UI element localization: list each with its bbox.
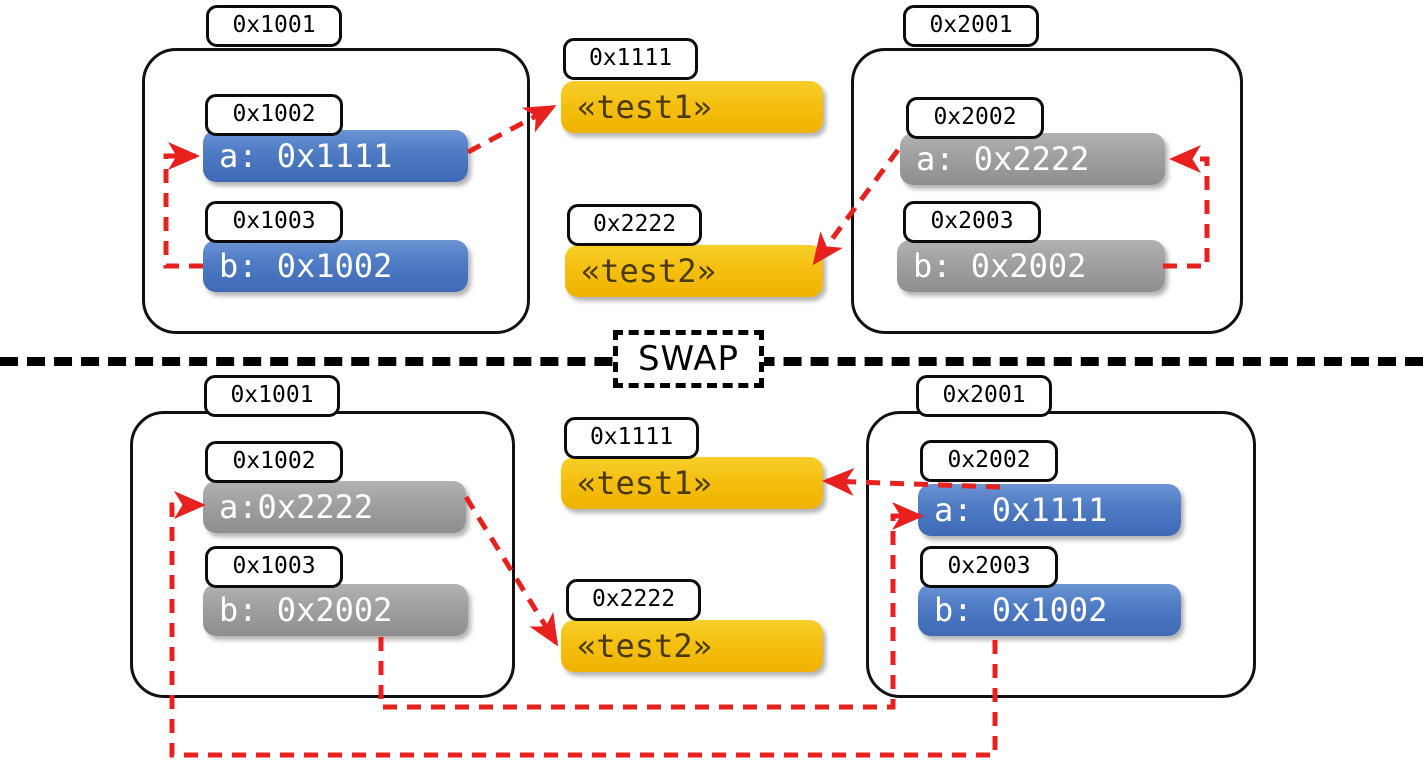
before-right-slot-0-address: 0x2002 — [906, 97, 1044, 139]
after-right-slot-1-value: b: 0x1002 — [918, 584, 1181, 636]
after-right-slot-0-value: a: 0x1111 — [918, 484, 1181, 536]
after-heap-0-address: 0x1111 — [564, 417, 699, 459]
swap-label-box: SWAP — [613, 330, 764, 388]
after-right-slot-0-address: 0x2002 — [920, 440, 1058, 482]
before-right-slot-1-address: 0x2003 — [903, 201, 1041, 243]
before-right-slot-1-value: b: 0x2002 — [897, 240, 1165, 292]
after-heap-1-address: 0x2222 — [566, 579, 701, 621]
after-left-slot-0-address: 0x1002 — [205, 441, 343, 483]
before-heap-0-address: 0x1111 — [563, 38, 698, 80]
after-heap-0-value: «test1» — [561, 457, 823, 509]
after-left-slot-1-value: b: 0x2002 — [203, 584, 468, 636]
before-left-slot-0-address: 0x1002 — [205, 94, 343, 136]
before-left-frame-address: 0x1001 — [206, 5, 342, 47]
after-right-frame-address: 0x2001 — [916, 375, 1052, 417]
before-right-frame-address: 0x2001 — [903, 5, 1039, 47]
before-right-slot-0-value: a: 0x2222 — [900, 133, 1165, 185]
after-left-frame-address: 0x1001 — [204, 375, 340, 417]
before-left-slot-0-value: a: 0x1111 — [203, 130, 468, 182]
after-right-slot-1-address: 0x2003 — [920, 546, 1058, 588]
after-left-slot-0-value: a:0x2222 — [203, 481, 466, 533]
after-left-slot-1-address: 0x1003 — [205, 546, 343, 588]
before-heap-1-value: «test2» — [565, 245, 823, 297]
swap-label: SWAP — [637, 339, 740, 379]
before-heap-1-address: 0x2222 — [567, 204, 702, 246]
before-heap-0-value: «test1» — [561, 81, 823, 133]
before-left-slot-1-address: 0x1003 — [205, 201, 343, 243]
before-left-slot-1-value: b: 0x1002 — [203, 240, 468, 292]
after-heap-1-value: «test2» — [561, 620, 823, 672]
